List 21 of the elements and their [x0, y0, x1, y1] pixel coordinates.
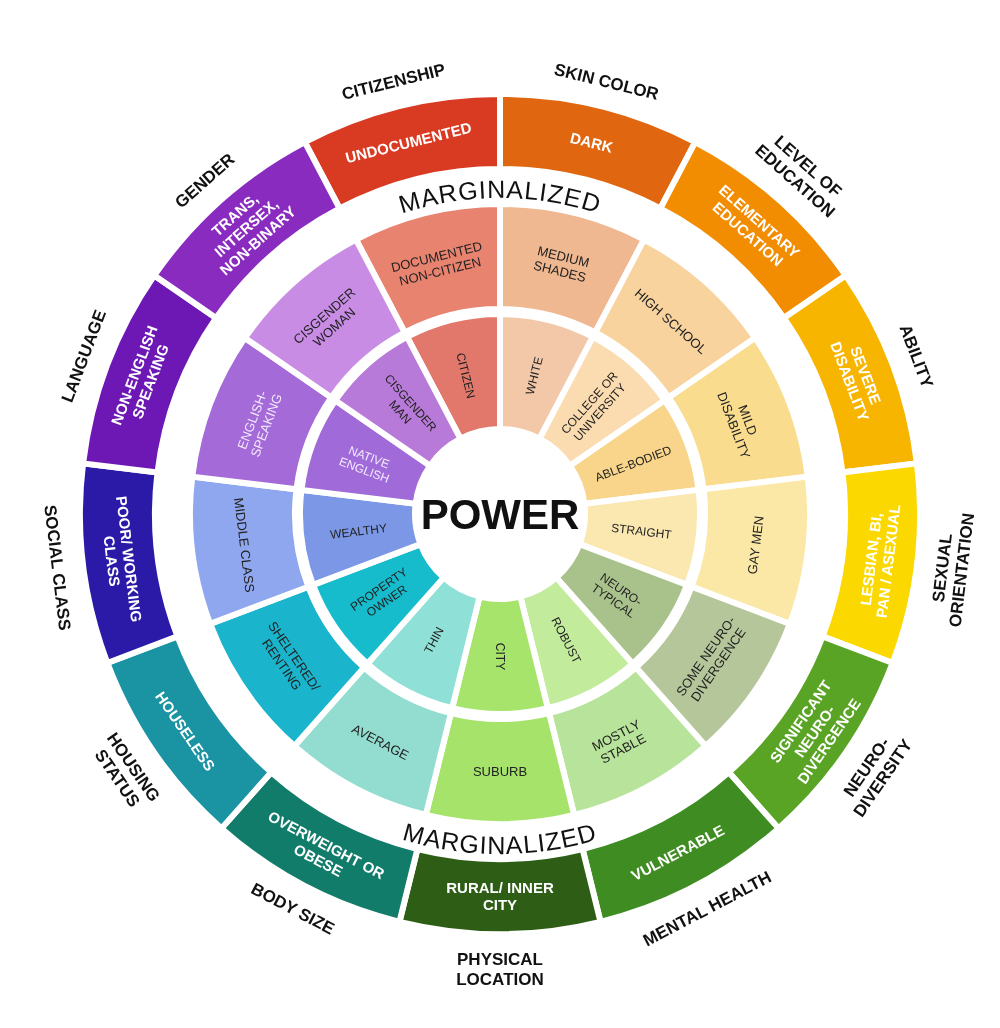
segment-label: POOR/ WORKING CLASS: [100, 495, 146, 623]
segment-label: RURAL/ INNER CITY: [446, 879, 554, 914]
center-label: POWER: [420, 490, 580, 538]
segment-label: GAY MEN: [744, 514, 767, 576]
segment-label: SUBURB: [472, 764, 528, 780]
category-label: SOCIAL CLASS: [40, 503, 75, 632]
category-label: SKIN COLOR: [552, 59, 661, 104]
segment-label: MEDIUM SHADES: [532, 243, 591, 285]
segment-label: MIDDLE CLASS: [231, 496, 258, 594]
segment-label: CITIZEN: [453, 351, 479, 400]
category-label: SEXUAL ORIENTATION: [928, 512, 979, 629]
category-label: PHYSICAL LOCATION: [456, 950, 544, 989]
ring-label: MARGINALIZED: [400, 817, 600, 860]
segment-label: DARK: [568, 128, 615, 156]
segment-label: STRAIGHT: [610, 520, 673, 542]
segment-label: WHITE: [522, 355, 546, 397]
segment-label: CITY: [492, 642, 507, 671]
segment-label: LESBIAN, BI, PAN / ASEXUAL: [856, 503, 904, 619]
segment-label: THIN: [421, 624, 447, 656]
ring-label: MARGINALIZED: [395, 174, 605, 219]
segment-label: WEALTHY: [329, 521, 388, 542]
